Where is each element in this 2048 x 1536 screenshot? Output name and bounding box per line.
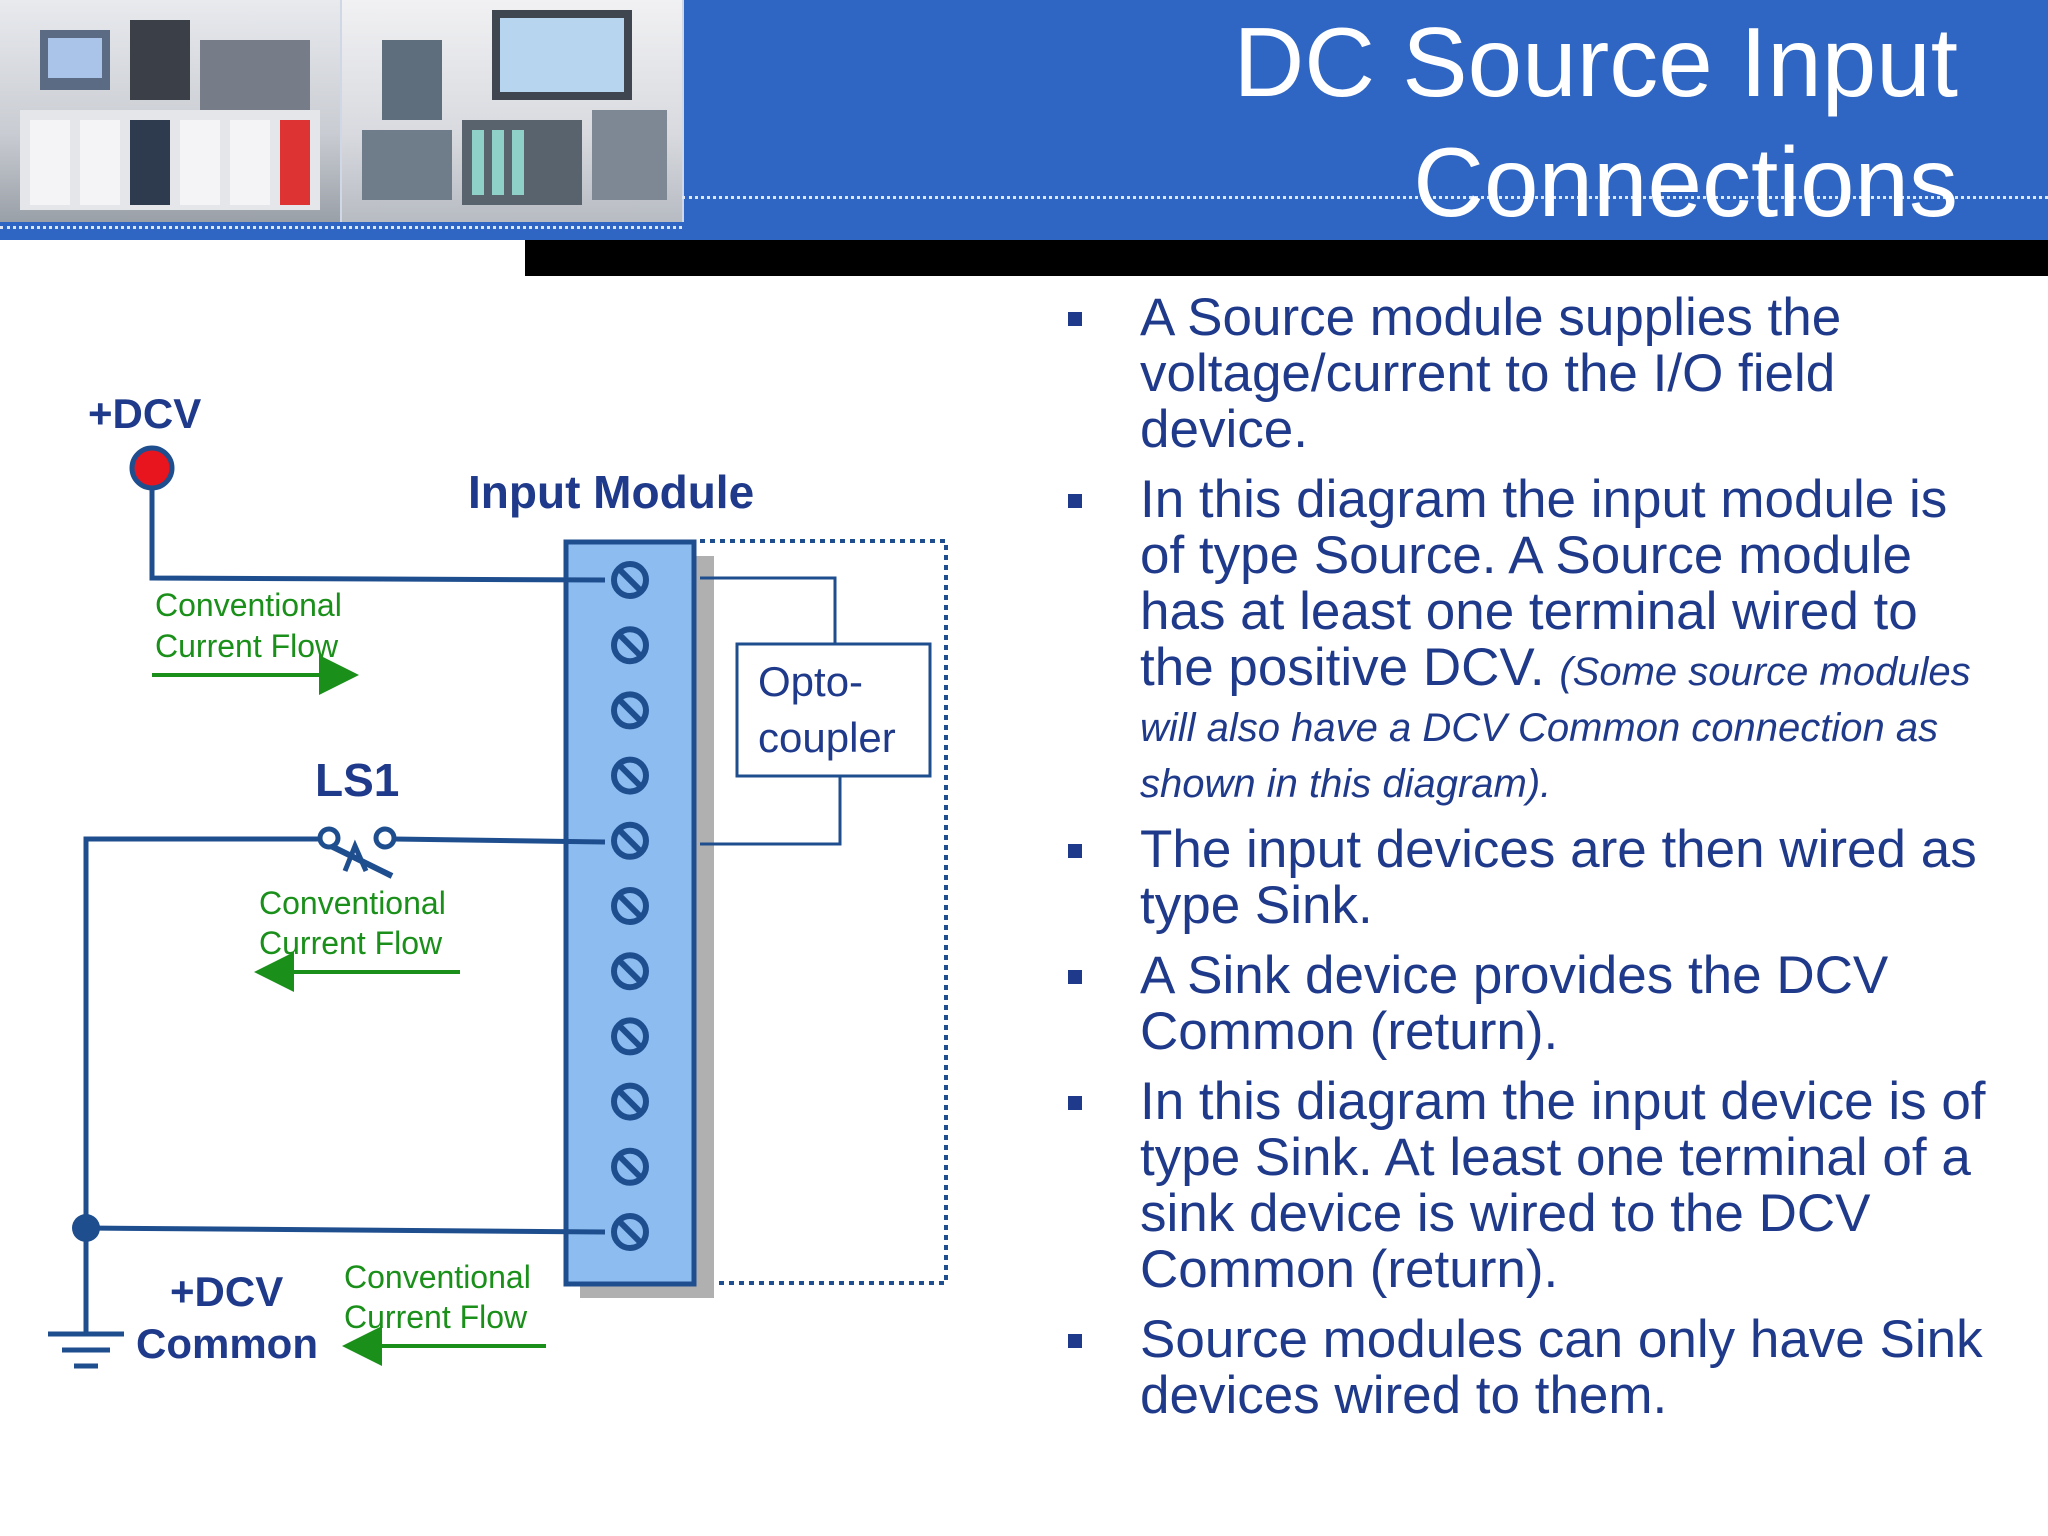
terminal-screw-3 (611, 691, 649, 730)
flow-bottom-line2: Current Flow (344, 1299, 528, 1335)
bullet-square-icon (1068, 970, 1082, 984)
slide-title-line1: DC Source Input (1233, 7, 1958, 117)
plc-rack-illustration-left (20, 20, 320, 210)
dcv-top-label: +DCV (88, 390, 201, 437)
terminal-screw-6 (611, 887, 649, 925)
switch-contact-right (373, 826, 397, 850)
switch-wire-right (393, 836, 606, 845)
switch-contact-left (317, 826, 341, 850)
wiring-diagram: Opto- coupler +DCV Input Module Conventi… (48, 390, 948, 1369)
flow-mid-line2: Current Flow (259, 925, 443, 961)
bullet-text: In this diagram the input device is of t… (1140, 1072, 1986, 1299)
bullet-list: A Source module supplies the voltage/cur… (1060, 290, 1990, 1438)
bullet-square-icon (1068, 494, 1082, 508)
bullet-item: In this diagram the input device is of t… (1060, 1074, 1990, 1298)
bullet-text: A Sink device provides the DCV Common (r… (1140, 946, 1889, 1061)
bullet-item: Source modules can only have Sink device… (1060, 1312, 1990, 1424)
flow-bottom-line1: Conventional (344, 1259, 531, 1295)
flow-top-line1: Conventional (155, 587, 342, 623)
flow-top-line2: Current Flow (155, 628, 339, 664)
bullet-note: (Some source modules will also have a DC… (1140, 650, 1971, 806)
ground-icon (48, 1228, 124, 1369)
slide-title-line2: Connections (1413, 127, 1958, 237)
switch-actuator (342, 839, 369, 873)
bullet-item: A Sink device provides the DCV Common (r… (1060, 948, 1990, 1060)
switch-wire-left (83, 836, 318, 1336)
common-wire (85, 1225, 606, 1235)
input-module-label: Input Module (468, 466, 754, 518)
bullet-square-icon (1068, 312, 1082, 326)
bullet-text: In this diagram the input module is of t… (1140, 470, 1948, 697)
terminal-screw-4 (611, 756, 649, 795)
optocoupler-label-line2: coupler (758, 714, 896, 761)
dcv-source-terminal (129, 445, 175, 491)
terminal-screw-9 (611, 1082, 649, 1121)
header-dotted-rule-left (0, 226, 682, 229)
terminal-screw-11 (611, 1213, 649, 1251)
module-enclosure-dotted (700, 539, 948, 1285)
switch-label: LS1 (315, 754, 399, 806)
bullet-square-icon (1068, 844, 1082, 858)
terminal-screw-5 (611, 821, 649, 860)
flow-mid-line1: Conventional (259, 885, 446, 921)
terminal-screw-2 (611, 626, 649, 665)
bullet-text: Source modules can only have Sink device… (1140, 1310, 1983, 1425)
common-label-line1: +DCV (170, 1268, 283, 1315)
bullet-square-icon (1068, 1334, 1082, 1348)
header-dotted-rule (682, 196, 2048, 199)
plc-rack-illustration-right (362, 10, 667, 205)
bullet-text: A Source module supplies the voltage/cur… (1140, 288, 1842, 459)
dcv-wire (149, 488, 606, 583)
bullet-item: The input devices are then wired as type… (1060, 822, 1990, 934)
bullet-item: In this diagram the input module is of t… (1060, 472, 1990, 808)
terminal-screw-1 (611, 561, 649, 599)
common-label-line2: Common (136, 1320, 318, 1367)
plc-photo-right (342, 0, 684, 222)
plc-photo-left (0, 0, 342, 222)
bullet-text: The input devices are then wired as type… (1140, 820, 1977, 935)
optocoupler-link-bottom (700, 776, 842, 846)
bullet-item: A Source module supplies the voltage/cur… (1060, 290, 1990, 458)
terminal-screw-7 (611, 952, 649, 991)
bullet-square-icon (1068, 1096, 1082, 1110)
terminal-strip (611, 561, 649, 1251)
optocoupler-link-top (700, 576, 837, 644)
slide-title: DC Source Input Connections (758, 2, 1958, 242)
terminal-screw-10 (611, 1147, 649, 1186)
slide-header: DC Source Input Connections (0, 0, 2048, 240)
header-black-bar (525, 240, 2048, 276)
terminal-screw-8 (611, 1017, 649, 1056)
optocoupler-label-line1: Opto- (758, 658, 863, 705)
